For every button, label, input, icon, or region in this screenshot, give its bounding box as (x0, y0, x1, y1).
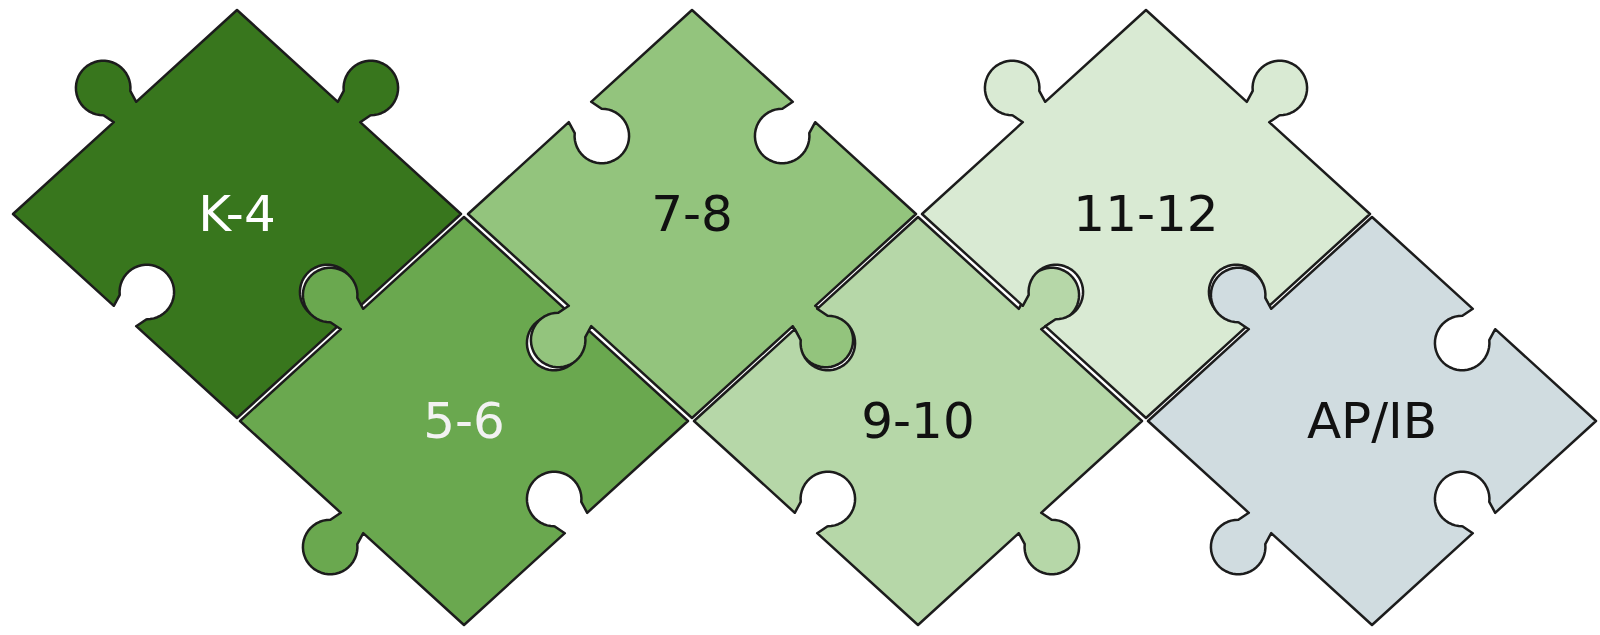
grade-label: AP/IB (1307, 394, 1437, 449)
grade-label: 11-12 (1073, 187, 1218, 242)
piece-shape (694, 217, 1142, 625)
grade-label: 7-8 (651, 187, 733, 242)
grade-label: 9-10 (861, 394, 974, 449)
piece-shape (468, 10, 916, 418)
grade-label: 5-6 (423, 394, 505, 449)
grade-label: K-4 (198, 187, 275, 242)
piece-shape (1148, 217, 1596, 625)
